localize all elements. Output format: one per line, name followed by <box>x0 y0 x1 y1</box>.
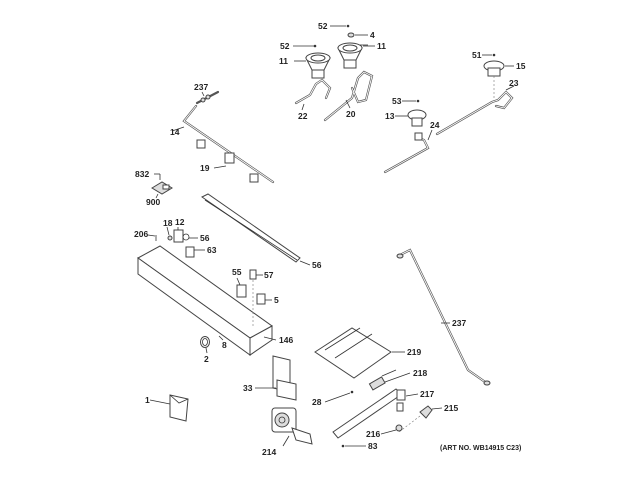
callout-15: 15 <box>516 61 526 71</box>
callout-237: 237 <box>194 82 208 92</box>
callout-52: 52 <box>280 41 290 51</box>
callout-14: 14 <box>170 127 180 137</box>
screw-51: 51 <box>472 50 496 60</box>
callout-55: 55 <box>232 267 242 277</box>
burner-valve-11-left: 11 <box>279 52 331 79</box>
callout-217: 217 <box>420 389 434 399</box>
burner-valve-11-right: 11 <box>337 41 386 69</box>
knob-2: 2 <box>200 336 210 364</box>
bracket-rail-63: 56 <box>201 193 322 270</box>
callout-57: 5 <box>274 295 279 305</box>
clip-19: 19 <box>200 152 235 173</box>
callout-12: 12 <box>175 217 185 227</box>
switch-57: 5 <box>256 293 279 305</box>
screw-52-left: 52 <box>280 41 317 51</box>
callout-33: 33 <box>243 383 253 393</box>
manifold-pipe-14: 14 <box>170 104 275 184</box>
callout-11: 11 <box>377 41 386 51</box>
callout-22: 22 <box>298 111 308 121</box>
screw-83: 83 <box>341 441 378 451</box>
callout-4: 4 <box>370 30 375 40</box>
callout-19: 19 <box>200 163 210 173</box>
callout-237: 237 <box>452 318 466 328</box>
manifold-panel-5: 146 <box>137 245 293 356</box>
callout-83: 83 <box>368 441 378 451</box>
callout-146: 57 <box>264 270 274 280</box>
bracket-55: 55 <box>232 267 247 298</box>
callout-832: 832 <box>135 169 149 179</box>
orifice-holder-217: 217 <box>396 389 434 412</box>
callout-219: 219 <box>407 347 421 357</box>
gas-tube-237: 237 <box>396 248 491 386</box>
tube-24: 24 <box>383 120 440 174</box>
callout-56: 63 <box>207 245 217 255</box>
callout-215: 215 <box>444 403 458 413</box>
callout-218: 218 <box>413 368 427 378</box>
callout-18: 18 <box>163 218 173 228</box>
callout-13: 13 <box>385 111 395 121</box>
screw-832: 832 <box>135 169 161 180</box>
callout-8: 8 <box>222 340 227 350</box>
screw-28: 28 <box>312 390 354 407</box>
callout-216: 216 <box>366 429 380 439</box>
callout-5: 146 <box>279 335 293 345</box>
callout-63: 56 <box>312 260 322 270</box>
burner-tube-20: 20 <box>323 70 374 122</box>
bracket-215: 215 <box>398 403 458 433</box>
callout-2: 2 <box>204 354 209 364</box>
washer-4: 4 <box>347 30 375 40</box>
callout-28: 28 <box>312 397 322 407</box>
fitting-237-top: 237 <box>194 82 220 105</box>
callout-20: 20 <box>346 109 356 119</box>
callout-56: 56 <box>200 233 210 243</box>
screw-206: 206 <box>134 229 157 241</box>
callout-206: 206 <box>134 229 148 239</box>
callout-214: 214 <box>262 447 276 457</box>
valve-15: 15 <box>483 60 526 98</box>
callout-23: 23 <box>509 78 519 88</box>
switch-56-upper: 56 <box>182 233 210 243</box>
callout-53: 53 <box>392 96 402 106</box>
callout-11: 11 <box>279 56 288 66</box>
nut-18: 18 <box>163 218 173 241</box>
callout-24: 24 <box>430 120 440 130</box>
burner-tube-22: 22 <box>294 78 332 121</box>
callout-900: 900 <box>146 197 160 207</box>
pressure-regulator-146: 57 <box>249 269 274 328</box>
switch-900: 900 <box>146 181 173 207</box>
screw-53: 53 <box>392 96 420 106</box>
switch-56-lower: 63 <box>185 245 217 258</box>
literature-envelope-1: 1 <box>145 394 189 422</box>
screw-8: 8 <box>218 335 227 350</box>
oven-valve-214: 214 <box>262 407 313 457</box>
callout-52: 52 <box>318 21 328 31</box>
callout-51: 51 <box>472 50 482 60</box>
tube-23: 23 <box>435 78 519 136</box>
heat-shield-219: 219 <box>314 327 421 379</box>
art-number: (ART NO. WB14915 C23) <box>440 445 521 452</box>
bracket-33: 33 <box>243 355 297 401</box>
igniter-218: 218 <box>368 368 427 391</box>
orifice-216: 216 <box>366 424 403 439</box>
screw-52-top: 52 <box>318 21 350 31</box>
valve-13: 13 <box>385 109 427 127</box>
callout-1: 1 <box>145 395 150 405</box>
